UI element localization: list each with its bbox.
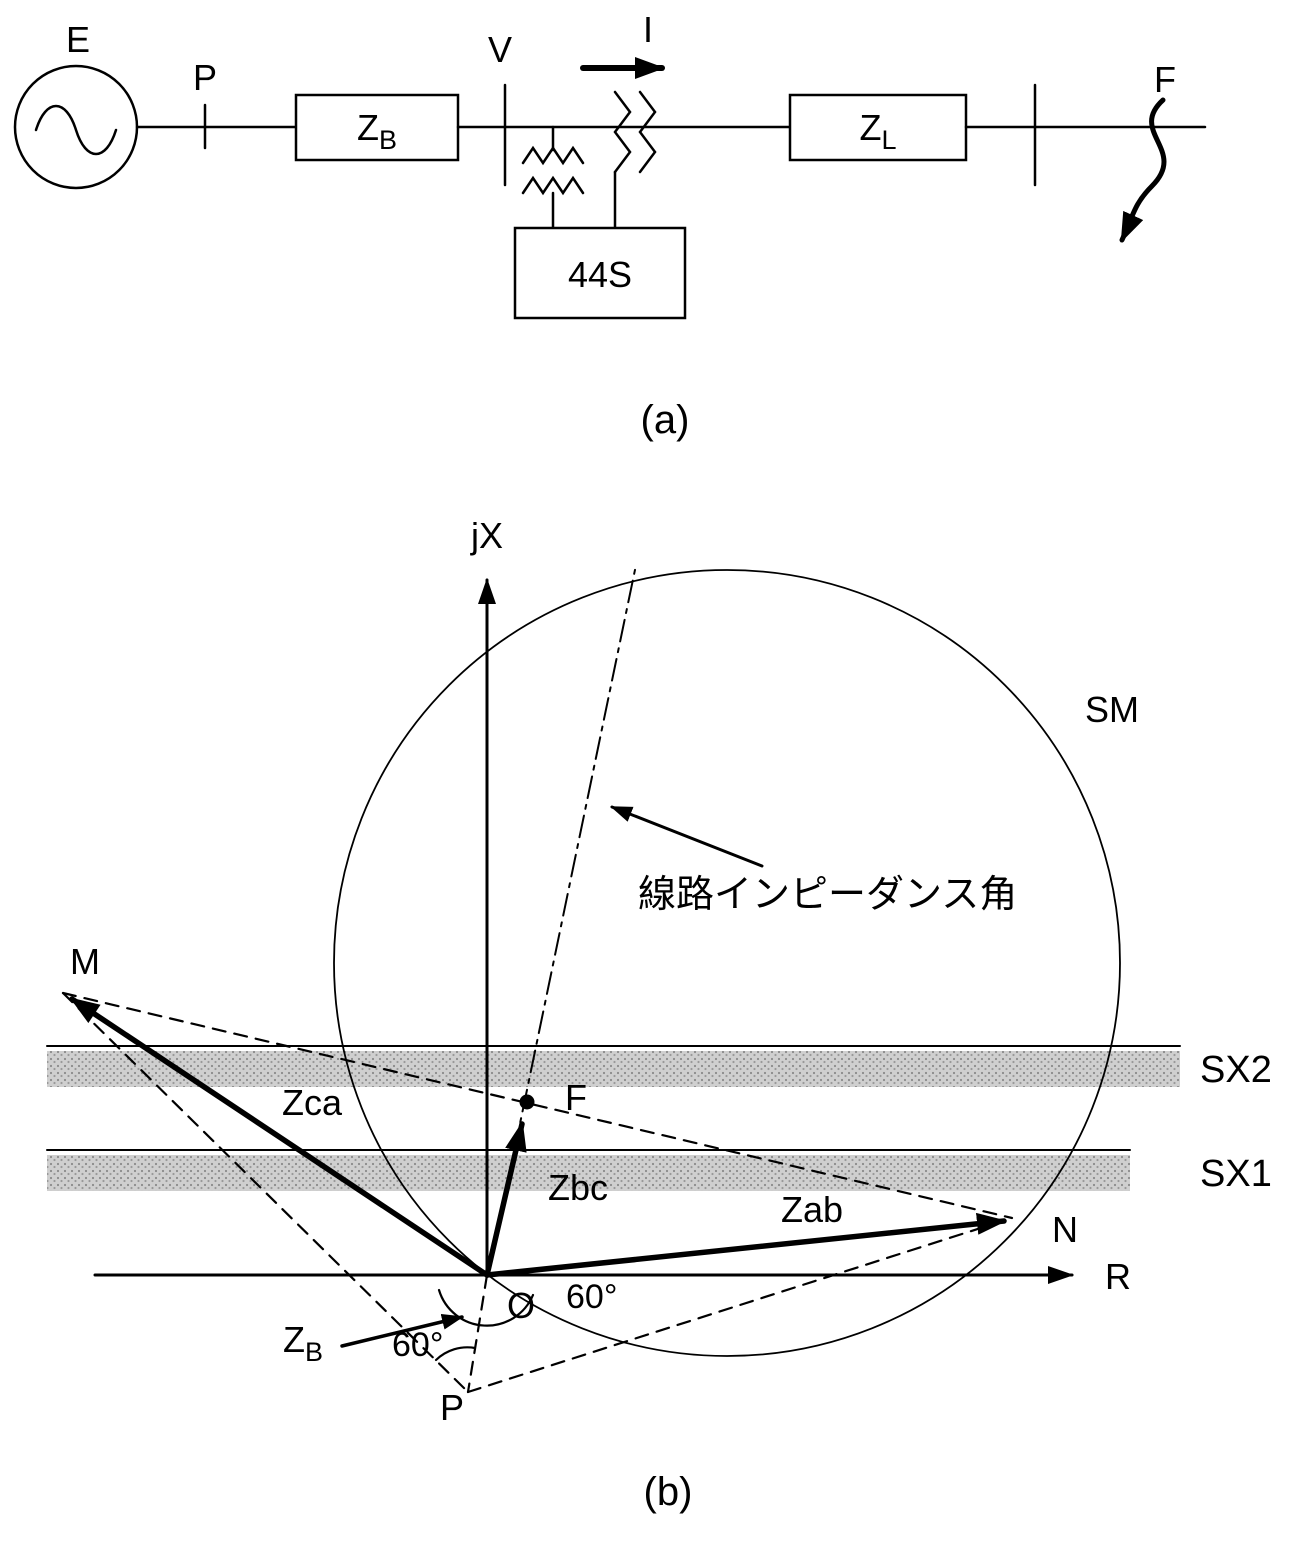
sx1-label: SX1 [1200, 1153, 1272, 1195]
vt-winding-icon [521, 175, 585, 196]
sx2-band [47, 1051, 1180, 1087]
fault-point-label: F [565, 1077, 587, 1118]
axis-r-label: R [1105, 1256, 1131, 1297]
impedance-zb-label: ZB [357, 107, 397, 155]
zb-sub: B [379, 125, 397, 155]
point-p-label: P [440, 1387, 464, 1428]
impedance-diagram-b: SX2 SX1 SM 線路インピーダンス角 jX R Zca Zbc Zab F [46, 515, 1272, 1514]
circuit-diagram-a: E P ZB V I 44S ZL F [13, 9, 1207, 442]
zl-base: Z [859, 107, 881, 148]
vector-zca-label: Zca [282, 1082, 343, 1123]
dashed-line-o-p [466, 1273, 489, 1394]
zb-pointer-arrow-icon [340, 1313, 464, 1348]
dashed-line-p-n [466, 1216, 1014, 1394]
angle-o-label: 60° [566, 1278, 617, 1316]
dashed-line-m-n [61, 991, 1014, 1220]
vector-zbc-label: Zbc [548, 1167, 608, 1208]
caption-a: (a) [641, 398, 690, 442]
relay-44s-label: 44S [568, 254, 632, 295]
ct-winding-icon [638, 90, 657, 174]
vector-zab [484, 1212, 1007, 1278]
angle-arc-p [434, 1346, 477, 1362]
relay-44s-box [513, 226, 687, 320]
vector-zca [69, 996, 490, 1278]
mho-circle [333, 569, 1121, 1357]
point-m-label: M [70, 941, 100, 982]
angle-arc-o [437, 1288, 535, 1327]
zb-base: Z [357, 107, 379, 148]
dashed-line-m-p [61, 991, 470, 1394]
vt-winding-icon [521, 145, 585, 166]
sx1-band [47, 1155, 1130, 1191]
current-label: I [643, 9, 653, 50]
impedance-zb-box [294, 93, 460, 162]
sine-wave-icon [34, 104, 118, 156]
fault-point-dot [519, 1094, 535, 1110]
caption-b: (b) [644, 1470, 693, 1514]
zb-base: Z [283, 1319, 305, 1360]
fault-label: F [1154, 59, 1176, 100]
fault-bolt-icon [1119, 97, 1167, 243]
bus-v-label: V [488, 29, 512, 70]
source-label: E [66, 19, 90, 60]
mho-circle-label: SM [1085, 689, 1139, 730]
annotation-arrow-icon [610, 805, 764, 868]
impedance-angle-note: 線路インピーダンス角 [638, 874, 1017, 916]
zl-sub: L [881, 125, 896, 155]
axis-jx-label: jX [470, 515, 503, 556]
point-n-label: N [1052, 1209, 1078, 1250]
bus-p-label: P [193, 57, 217, 98]
vector-zb-label: ZB [283, 1319, 323, 1367]
sx2-label: SX2 [1200, 1049, 1272, 1091]
ct-winding-icon [613, 90, 632, 174]
impedance-zl-label: ZL [859, 107, 896, 155]
vector-zbc [484, 1121, 527, 1278]
vector-zab-label: Zab [781, 1189, 843, 1230]
zb-sub: B [305, 1337, 323, 1367]
